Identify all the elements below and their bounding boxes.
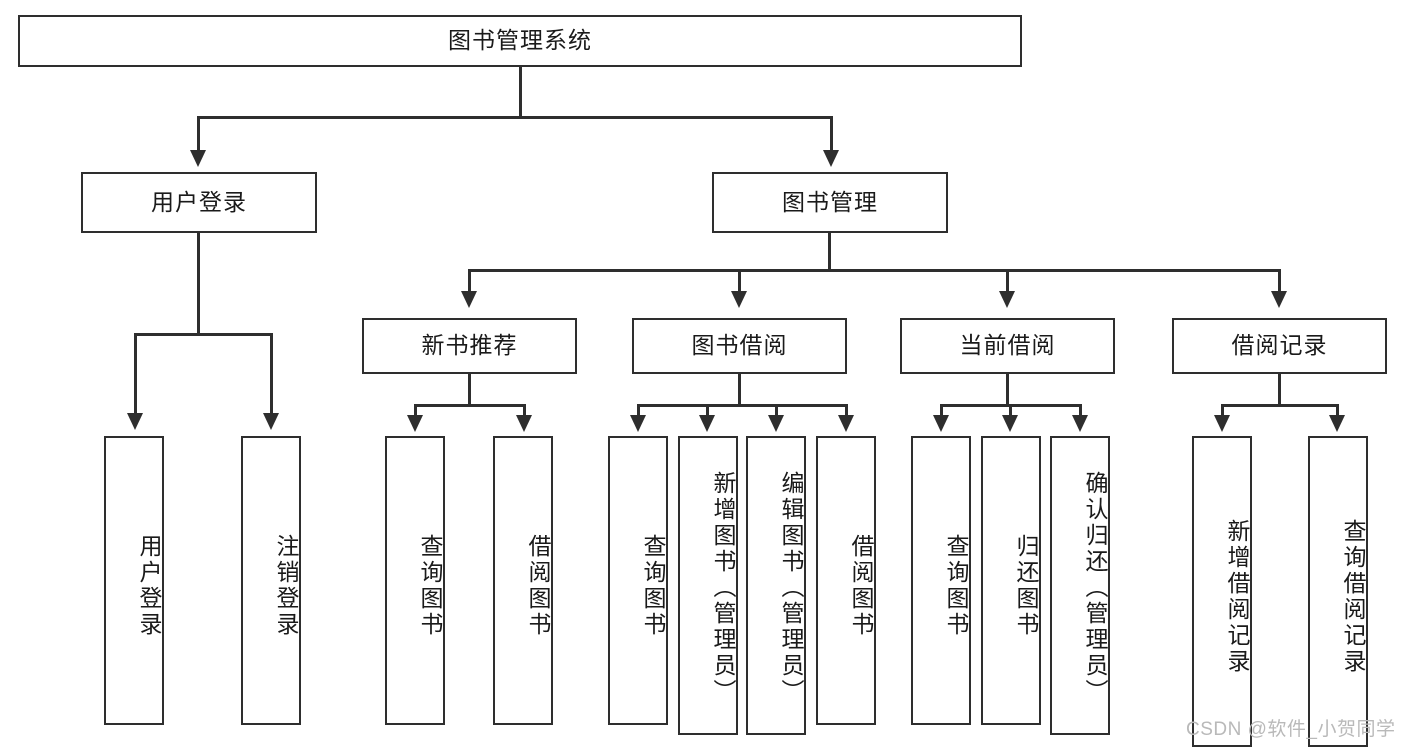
leaf-book-borrow-3[interactable]: 编辑图书（管理员） (746, 436, 806, 735)
node-label: 查询图书 (943, 533, 969, 638)
node-label: 确认归还（管理员） (1082, 470, 1108, 705)
connector-current-borrow-to-leaf-2 (1009, 404, 1012, 417)
leaf-current-borrow-2[interactable]: 归还图书 (981, 436, 1041, 725)
connector-borrow-record-to-leaf-1 (1221, 404, 1224, 417)
node-user-login[interactable]: 用户登录 (81, 172, 317, 233)
node-new-book-recommend[interactable]: 新书推荐 (362, 318, 577, 374)
connector-bus-to-borrow-record (1278, 269, 1281, 294)
connector-current-borrow-to-leaf-1 (940, 404, 943, 417)
node-label: 查询图书 (640, 533, 666, 638)
arrowhead-to-user-login (190, 150, 206, 167)
arrowhead-to-current-borrow (999, 291, 1015, 308)
connector-user-login-stem (197, 233, 200, 335)
connector-bus-to-current-borrow (1006, 269, 1009, 294)
node-borrow-record[interactable]: 借阅记录 (1172, 318, 1387, 374)
connector-book-borrow-to-leaf-4 (845, 404, 848, 417)
leaf-current-borrow-1[interactable]: 查询图书 (911, 436, 971, 725)
node-label: 新增借阅记录 (1224, 518, 1250, 675)
arrowhead-to-new-book (461, 291, 477, 308)
node-label: 用户登录 (136, 533, 162, 638)
node-label: 借阅图书 (525, 533, 551, 638)
node-root-system[interactable]: 图书管理系统 (18, 15, 1022, 67)
arrowhead-book-borrow-leaf-4 (838, 415, 854, 432)
node-label: 图书借阅 (691, 332, 788, 359)
connector-book-borrow-bus (637, 404, 848, 407)
node-label: 借阅图书 (848, 533, 874, 638)
connector-current-borrow-stem (1006, 374, 1009, 406)
connector-borrow-record-bus (1221, 404, 1339, 407)
connector-root-to-user-login (197, 116, 200, 153)
connector-current-borrow-to-leaf-3 (1079, 404, 1082, 417)
node-label: 借阅记录 (1231, 332, 1328, 359)
node-label: 查询借阅记录 (1340, 518, 1366, 675)
connector-book-mgmt-stem (828, 233, 831, 271)
connector-user-login-bus (134, 333, 273, 336)
arrowhead-borrow-record-leaf-2 (1329, 415, 1345, 432)
node-label: 图书管理 (782, 188, 878, 215)
node-label: 编辑图书（管理员） (778, 470, 804, 705)
leaf-borrow-record-2[interactable]: 查询借阅记录 (1308, 436, 1368, 747)
arrowhead-current-borrow-leaf-3 (1072, 415, 1088, 432)
csdn-watermark: CSDN @软件_小贺同学 (1186, 719, 1396, 740)
node-book-management[interactable]: 图书管理 (712, 172, 948, 233)
arrowhead-user-login-leaf-2 (263, 413, 279, 430)
node-label: 查询图书 (417, 533, 443, 638)
connector-borrow-record-stem (1278, 374, 1281, 406)
node-label: 注销登录 (273, 533, 299, 638)
connector-borrow-record-to-leaf-2 (1336, 404, 1339, 417)
connector-user-login-to-leaf-2 (270, 333, 273, 416)
connector-new-book-stem (468, 374, 471, 406)
connector-root-to-book-mgmt (830, 116, 833, 153)
node-label: 新书推荐 (421, 332, 518, 359)
connector-book-borrow-to-leaf-3 (775, 404, 778, 417)
node-label: 用户登录 (151, 188, 247, 215)
connector-bus-to-book-borrow (738, 269, 741, 294)
arrowhead-current-borrow-leaf-1 (933, 415, 949, 432)
leaf-book-borrow-4[interactable]: 借阅图书 (816, 436, 876, 725)
connector-book-borrow-stem (738, 374, 741, 406)
leaf-borrow-record-1[interactable]: 新增借阅记录 (1192, 436, 1252, 747)
arrowhead-book-borrow-leaf-2 (699, 415, 715, 432)
connector-book-borrow-to-leaf-2 (706, 404, 709, 417)
leaf-current-borrow-3[interactable]: 确认归还（管理员） (1050, 436, 1110, 735)
arrowhead-borrow-record-leaf-1 (1214, 415, 1230, 432)
arrowhead-to-book-borrow (731, 291, 747, 308)
connector-user-login-to-leaf-1 (134, 333, 137, 416)
arrowhead-book-borrow-leaf-1 (630, 415, 646, 432)
leaf-book-borrow-2[interactable]: 新增图书（管理员） (678, 436, 738, 735)
node-label: 图书管理系统 (448, 27, 592, 54)
arrowhead-to-borrow-record (1271, 291, 1287, 308)
leaf-book-borrow-1[interactable]: 查询图书 (608, 436, 668, 725)
connector-bus-to-new-book (468, 269, 471, 294)
node-current-borrow[interactable]: 当前借阅 (900, 318, 1115, 374)
connector-new-book-to-leaf-1 (414, 404, 417, 417)
arrowhead-new-book-leaf-2 (516, 415, 532, 432)
arrowhead-user-login-leaf-1 (127, 413, 143, 430)
leaf-new-book-2[interactable]: 借阅图书 (493, 436, 553, 725)
connector-book-mgmt-bus (468, 269, 1281, 272)
node-label: 归还图书 (1013, 533, 1039, 638)
connector-root-stem (519, 67, 522, 117)
arrowhead-new-book-leaf-1 (407, 415, 423, 432)
connector-root-bus (197, 116, 833, 119)
node-book-borrow[interactable]: 图书借阅 (632, 318, 847, 374)
node-label: 新增图书（管理员） (710, 470, 736, 705)
arrowhead-to-book-mgmt (823, 150, 839, 167)
node-label: 当前借阅 (959, 332, 1056, 359)
leaf-user-login-1[interactable]: 用户登录 (104, 436, 164, 725)
leaf-new-book-1[interactable]: 查询图书 (385, 436, 445, 725)
connector-new-book-bus (414, 404, 526, 407)
arrowhead-book-borrow-leaf-3 (768, 415, 784, 432)
connector-book-borrow-to-leaf-1 (637, 404, 640, 417)
connector-new-book-to-leaf-2 (523, 404, 526, 417)
arrowhead-current-borrow-leaf-2 (1002, 415, 1018, 432)
leaf-user-login-2[interactable]: 注销登录 (241, 436, 301, 725)
